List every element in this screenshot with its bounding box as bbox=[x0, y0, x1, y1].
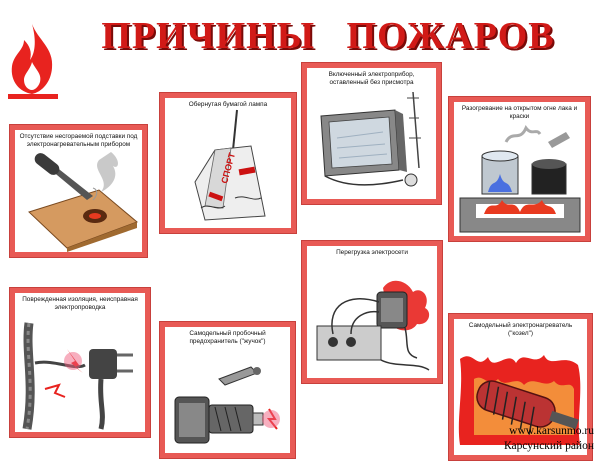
page-title: ПРИЧИНЫ ПОЖАРОВ bbox=[101, 15, 555, 57]
soldering-iron-illustration bbox=[28, 152, 138, 252]
card-damaged-wiring: Поврежденная изоляция, неисправная элект… bbox=[9, 287, 151, 438]
flame-icon bbox=[8, 24, 58, 99]
paper-lamp-illustration: СПОРТ bbox=[194, 109, 266, 221]
footer-credits: www.karsunmo.ru Карсунский район bbox=[504, 424, 594, 454]
card-caption: Самодельный электронагреватель ("козел") bbox=[468, 322, 573, 337]
footer-region-label: Карсунский район bbox=[503, 440, 594, 452]
card-soldering-iron: Отсутствие несгораемой подставки под эле… bbox=[9, 124, 148, 258]
homemade-heater-illustration bbox=[458, 355, 581, 445]
card-caption: Разогревание на открытом огне лака и кра… bbox=[461, 105, 578, 120]
varnish-heating-illustration bbox=[459, 125, 581, 233]
homemade-fuse-illustration bbox=[174, 366, 280, 444]
card-caption: Включенный электроприбор, оставленный бе… bbox=[328, 71, 415, 86]
card-paper-lamp: Обернутая бумагой лампа СПОРТ bbox=[159, 92, 297, 234]
card-caption: Перегрузка электросети bbox=[336, 249, 408, 256]
grid-overload-illustration bbox=[316, 280, 430, 371]
card-caption: Обернутая бумагой лампа bbox=[188, 101, 268, 108]
card-homemade-heater: Самодельный электронагреватель ("козел") bbox=[448, 313, 593, 461]
card-caption: Отсутствие несгораемой подставки под эле… bbox=[19, 133, 138, 148]
card-caption: Поврежденная изоляция, неисправная элект… bbox=[22, 296, 138, 311]
card-grid-overload: Перегрузка электросети bbox=[301, 240, 443, 384]
card-unattended-tv: Включенный электроприбор, оставленный бе… bbox=[301, 62, 442, 205]
tv-illustration bbox=[320, 91, 421, 187]
card-caption: Самодельный пробочный предохранитель ("ж… bbox=[189, 330, 266, 345]
card-homemade-fuse: Самодельный пробочный предохранитель ("ж… bbox=[159, 321, 296, 459]
damaged-wiring-illustration bbox=[22, 322, 133, 430]
card-heating-varnish: Разогревание на открытом огне лака и кра… bbox=[448, 96, 591, 242]
footer-site-link[interactable]: www.karsunmo.ru bbox=[509, 425, 594, 437]
